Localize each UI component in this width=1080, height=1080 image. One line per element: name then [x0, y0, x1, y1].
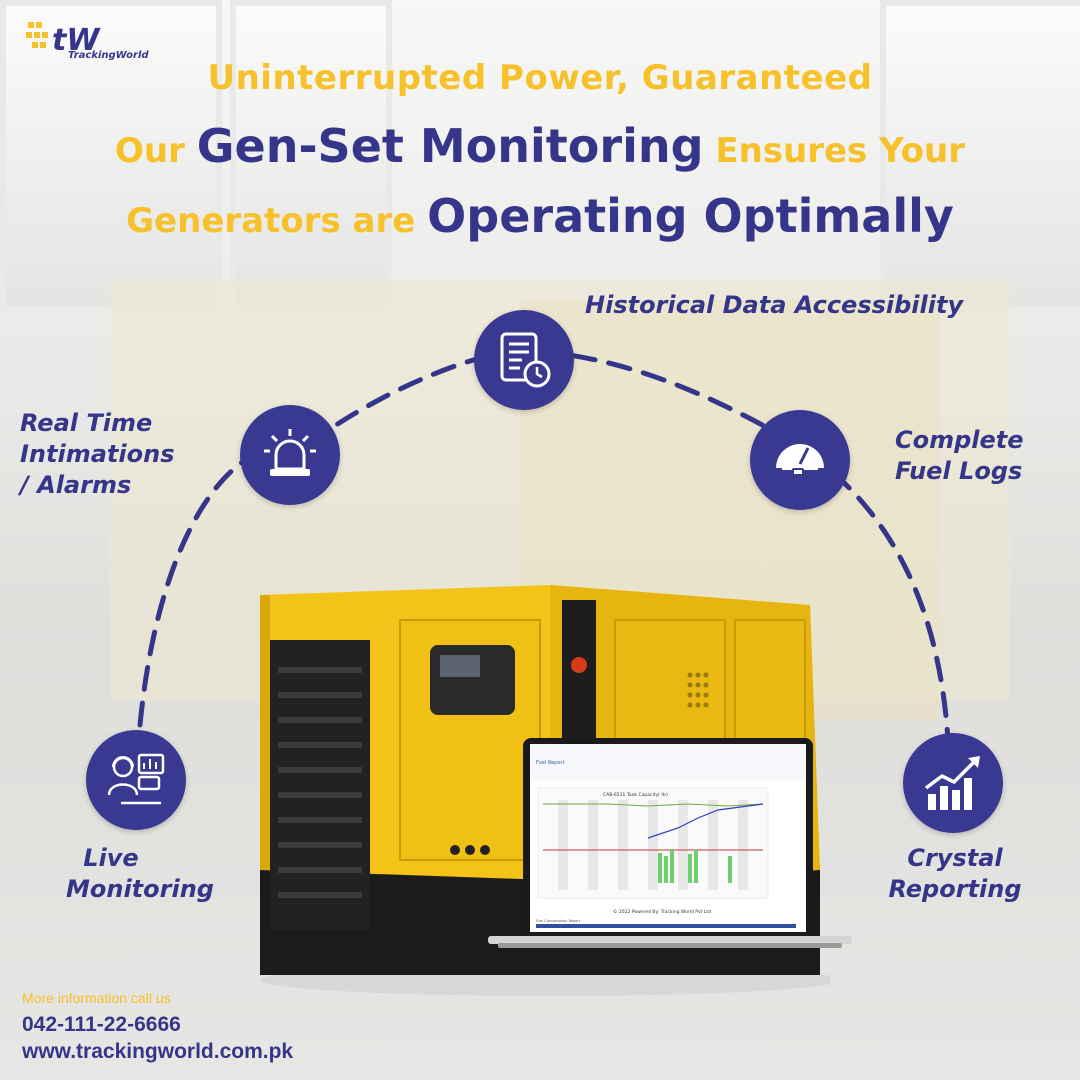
- headline-text: Generators are: [126, 201, 416, 241]
- headline-line-3: Generators are Operating Optimally: [0, 188, 1080, 249]
- live-monitoring-label-line: Monitoring: [66, 875, 214, 903]
- fuel-logs-label: Complete Fuel Logs: [895, 425, 1024, 487]
- logo-letters: tW: [52, 23, 101, 58]
- headline-text: Our: [115, 131, 185, 171]
- headline-emphasis: Gen-Set Monitoring: [196, 119, 704, 173]
- background-window: [880, 0, 1080, 312]
- historical-data-label: Historical Data Accessibility: [585, 291, 964, 319]
- siren-icon: [264, 429, 316, 476]
- alarms-circle: [240, 405, 340, 505]
- background-window: [0, 0, 222, 312]
- reporting-label-line: Reporting: [888, 875, 1022, 903]
- laptop-table-title: Fuel Consumption Report: [536, 919, 581, 923]
- laptop-chart-title: CAB-6511 Tank Capacity( ltr): [603, 792, 668, 798]
- fuel-logs-circle: [750, 410, 850, 510]
- fuel-logs-label-line: Fuel Logs: [895, 457, 1023, 485]
- live-monitoring-label: Live Monitoring: [60, 843, 220, 905]
- alarms-label-line: Real Time: [20, 409, 153, 437]
- headline-text: Ensures Your: [715, 131, 965, 171]
- fuel-logs-label-line: Complete: [895, 426, 1024, 454]
- trackingworld-logo: tW: [26, 22, 101, 58]
- alarms-label-line: / Alarms: [20, 471, 132, 499]
- growth-chart-icon: [924, 756, 980, 810]
- laptop-image: Fuel Report CAB-6511 Tank Capacity( ltr)…: [488, 738, 852, 948]
- brand-name: TrackingWorld: [68, 50, 149, 61]
- reporting-circle: [903, 733, 1003, 833]
- fuel-gauge-icon: [776, 444, 824, 482]
- laptop-footer: © 2022 Powered By: Tracking World Pvt Lt…: [613, 908, 711, 915]
- live-monitoring-circle: [86, 730, 186, 830]
- headline-line-2: Our Gen-Set Monitoring Ensures Your: [0, 118, 1080, 179]
- reporting-label-line: Crystal: [907, 844, 1003, 872]
- contact-website[interactable]: www.trackingworld.com.pk: [22, 1040, 294, 1063]
- contact-phone[interactable]: 042-111-22-6666: [22, 1013, 181, 1036]
- contact-info-text: More information call us: [22, 990, 171, 1006]
- document-clock-icon: [500, 332, 551, 388]
- operator-dashboard-icon: [107, 753, 165, 805]
- headline-primary: Uninterrupted Power, Guaranteed: [207, 58, 873, 98]
- live-monitoring-label-line: Live: [83, 844, 139, 872]
- laptop-report-title: Fuel Report: [536, 760, 564, 766]
- alarms-label: Real Time Intimations / Alarms: [20, 408, 174, 501]
- headline-emphasis: Operating Optimally: [427, 189, 954, 243]
- alarms-label-line: Intimations: [20, 440, 175, 468]
- reporting-label: Crystal Reporting: [880, 843, 1030, 905]
- historical-data-circle: [474, 310, 574, 410]
